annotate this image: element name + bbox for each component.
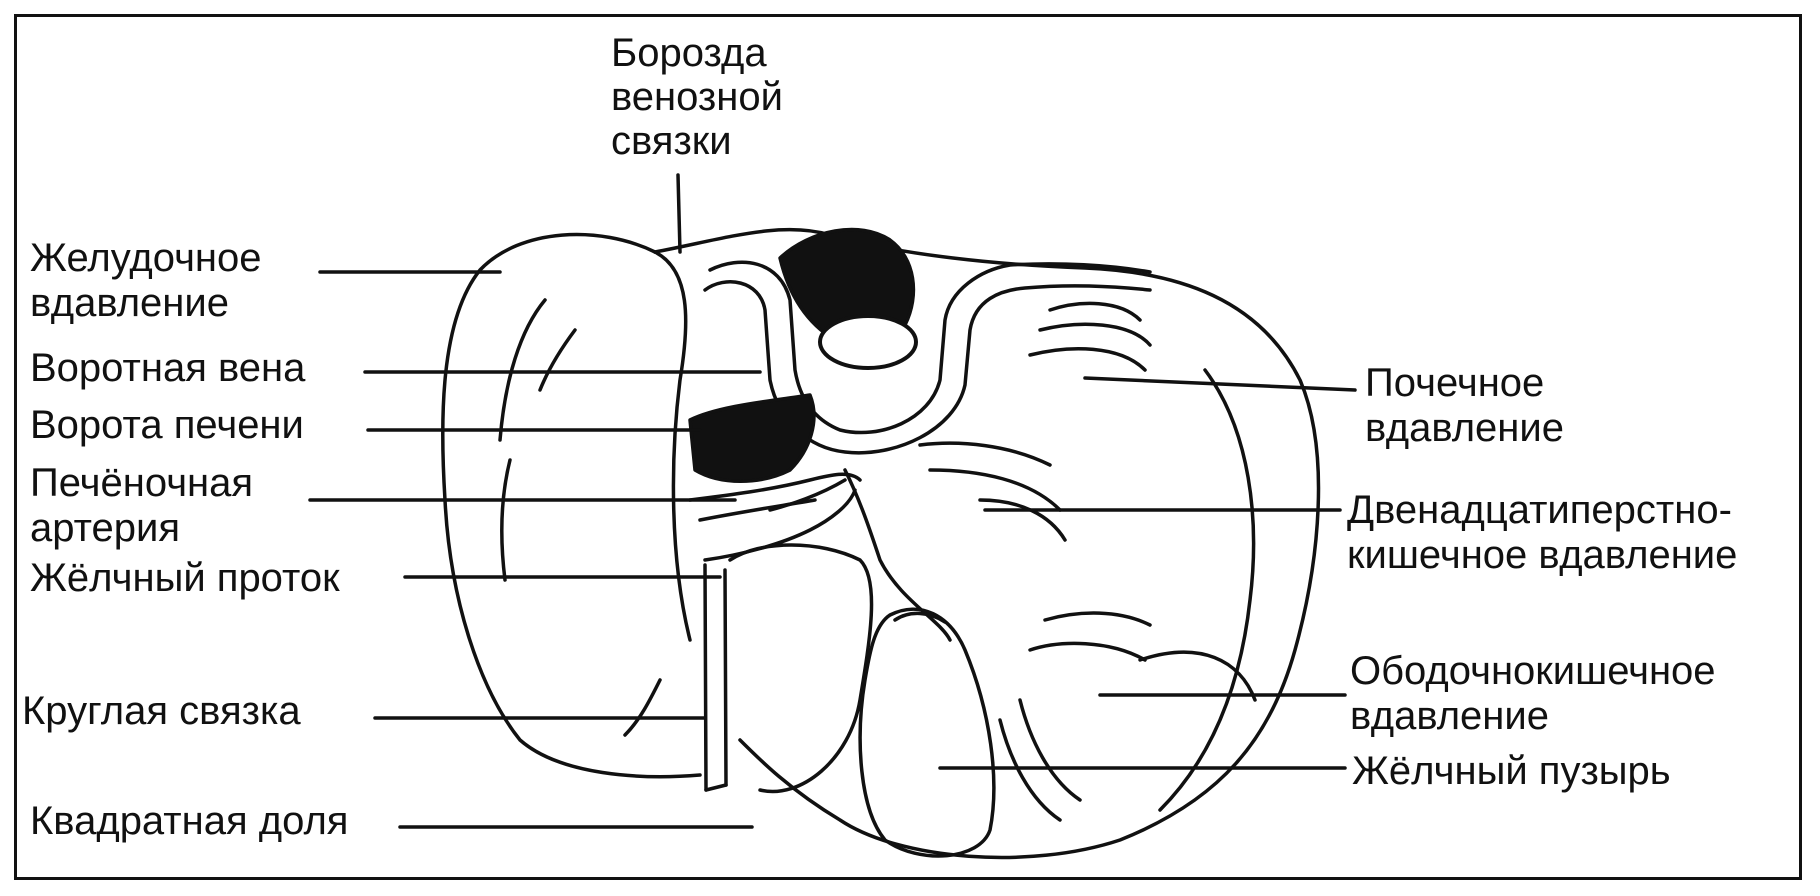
leader-renal	[1083, 376, 1357, 392]
label-porta: Ворота печени	[30, 403, 304, 447]
left-lobe-outline	[440, 232, 702, 779]
hepatic-artery	[688, 472, 862, 502]
label-hepatic-artery-line1: Печёночная	[30, 461, 254, 505]
label-duodenal-line1: Двенадцатиперстно-	[1347, 488, 1732, 532]
sulcus-line	[676, 173, 682, 254]
label-renal-line2: вдавление	[1365, 406, 1564, 450]
label-colic-line2: вдавление	[1350, 694, 1549, 738]
round-ligament	[703, 563, 708, 792]
label-bile-duct: Жёлчный проток	[30, 556, 340, 600]
label-gastric-line2: вдавление	[30, 281, 229, 325]
label-colic-line1: Ободочнокишечное	[1350, 649, 1716, 693]
bile-duct	[703, 488, 857, 562]
label-gallbladder: Жёлчный пузырь	[1352, 749, 1671, 793]
label-quadrate: Квадратная доля	[30, 799, 349, 843]
figure-frame	[14, 14, 1802, 880]
ivc-opening	[818, 314, 918, 370]
label-sulcus-line3: связки	[611, 119, 732, 163]
label-hepatic-artery-line2: артерия	[30, 506, 180, 550]
quadrate-lobe	[728, 543, 874, 794]
label-sulcus-line2: венозной	[611, 75, 783, 119]
label-portal-vein: Воротная вена	[30, 346, 306, 390]
label-gastric-line1: Желудочное	[30, 236, 262, 280]
porta-hepatis	[688, 393, 816, 483]
right-lobe-outline	[653, 227, 1321, 860]
label-duodenal-line2: кишечное вдавление	[1347, 533, 1738, 577]
label-renal-line1: Почечное	[1365, 361, 1545, 405]
left-lobe-inner	[653, 250, 692, 642]
label-round-lig: Круглая связка	[22, 689, 301, 733]
portal-vein-loop	[708, 260, 1152, 435]
gallbladder	[858, 607, 996, 858]
label-sulcus-line1: Борозда	[611, 31, 767, 75]
